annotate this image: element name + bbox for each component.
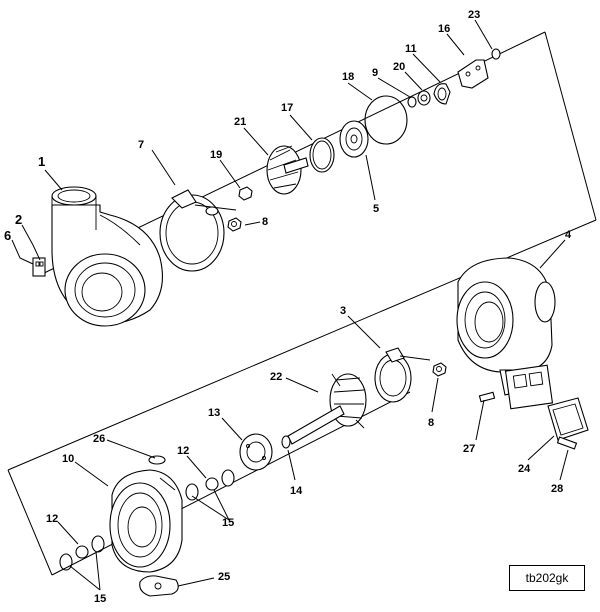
callout-24: 24 [518,463,531,475]
callout-16: 16 [438,23,450,35]
callout-4: 4 [565,229,572,241]
stud-28 [556,436,578,450]
drawing-reference-box: tb202gk [509,565,585,591]
bearing-group-lower [59,535,105,571]
callout-12-upper: 12 [177,445,189,457]
center-housing-10 [109,469,183,573]
callout-10: 10 [62,453,74,465]
turbine-housing [456,257,556,410]
drain-gasket-25 [139,575,179,597]
callout-26: 26 [93,433,105,445]
callout-15-lower: 15 [94,593,106,605]
thrust-parts-9-20 [407,90,431,108]
compressor-housing [32,186,163,327]
callout-23: 23 [468,9,480,21]
callouts: 1 2 6 7 8 19 21 17 5 18 9 20 11 16 23 4 … [4,9,572,605]
callout-7: 7 [138,139,144,151]
snap-ring-17 [309,137,335,173]
stud-27 [478,391,496,403]
part-23 [491,48,501,60]
callout-11: 11 [405,43,417,55]
callout-14: 14 [290,485,303,497]
bearing-housing-insert-13 [239,433,273,471]
callout-22: 22 [270,371,282,383]
o-ring-26 [148,455,166,465]
callout-5: 5 [373,203,379,215]
callout-15-upper: 15 [222,517,234,529]
nut-19 [238,186,253,201]
callout-18: 18 [342,71,354,83]
seal-ring-14 [281,435,291,449]
callout-25: 25 [218,571,230,583]
callout-8-lower: 8 [428,417,434,429]
callout-28: 28 [551,483,563,495]
callout-13: 13 [208,407,220,419]
compressor-insert-5 [339,120,369,158]
callout-21: 21 [234,116,246,128]
thrust-bearing-16 [457,59,489,89]
o-ring-18 [364,95,408,145]
callout-27: 27 [463,443,475,455]
callout-9: 9 [372,67,378,79]
lock-nut-8-upper [227,217,242,232]
turbine-wheel-shaft-22 [287,373,367,445]
leader-lines [11,19,569,591]
v-band-clamp-3 [374,347,431,403]
compressor-wheel-21 [266,145,309,195]
callout-1: 1 [38,154,45,169]
callout-12-lower: 12 [46,513,58,525]
drawing-reference-label: tb202gk [525,571,569,585]
bearing-group-upper [185,469,235,501]
callout-3: 3 [340,305,346,317]
lock-nut-8-lower [432,362,447,377]
thrust-collar-11 [433,83,451,105]
gasket-24 [547,397,589,441]
callout-19: 19 [210,149,222,161]
v-band-clamp-7 [159,189,237,272]
callout-20: 20 [393,61,405,73]
callout-6: 6 [4,228,11,243]
callout-17: 17 [281,102,293,114]
callout-8-upper: 8 [262,216,268,228]
callout-2: 2 [15,212,22,227]
